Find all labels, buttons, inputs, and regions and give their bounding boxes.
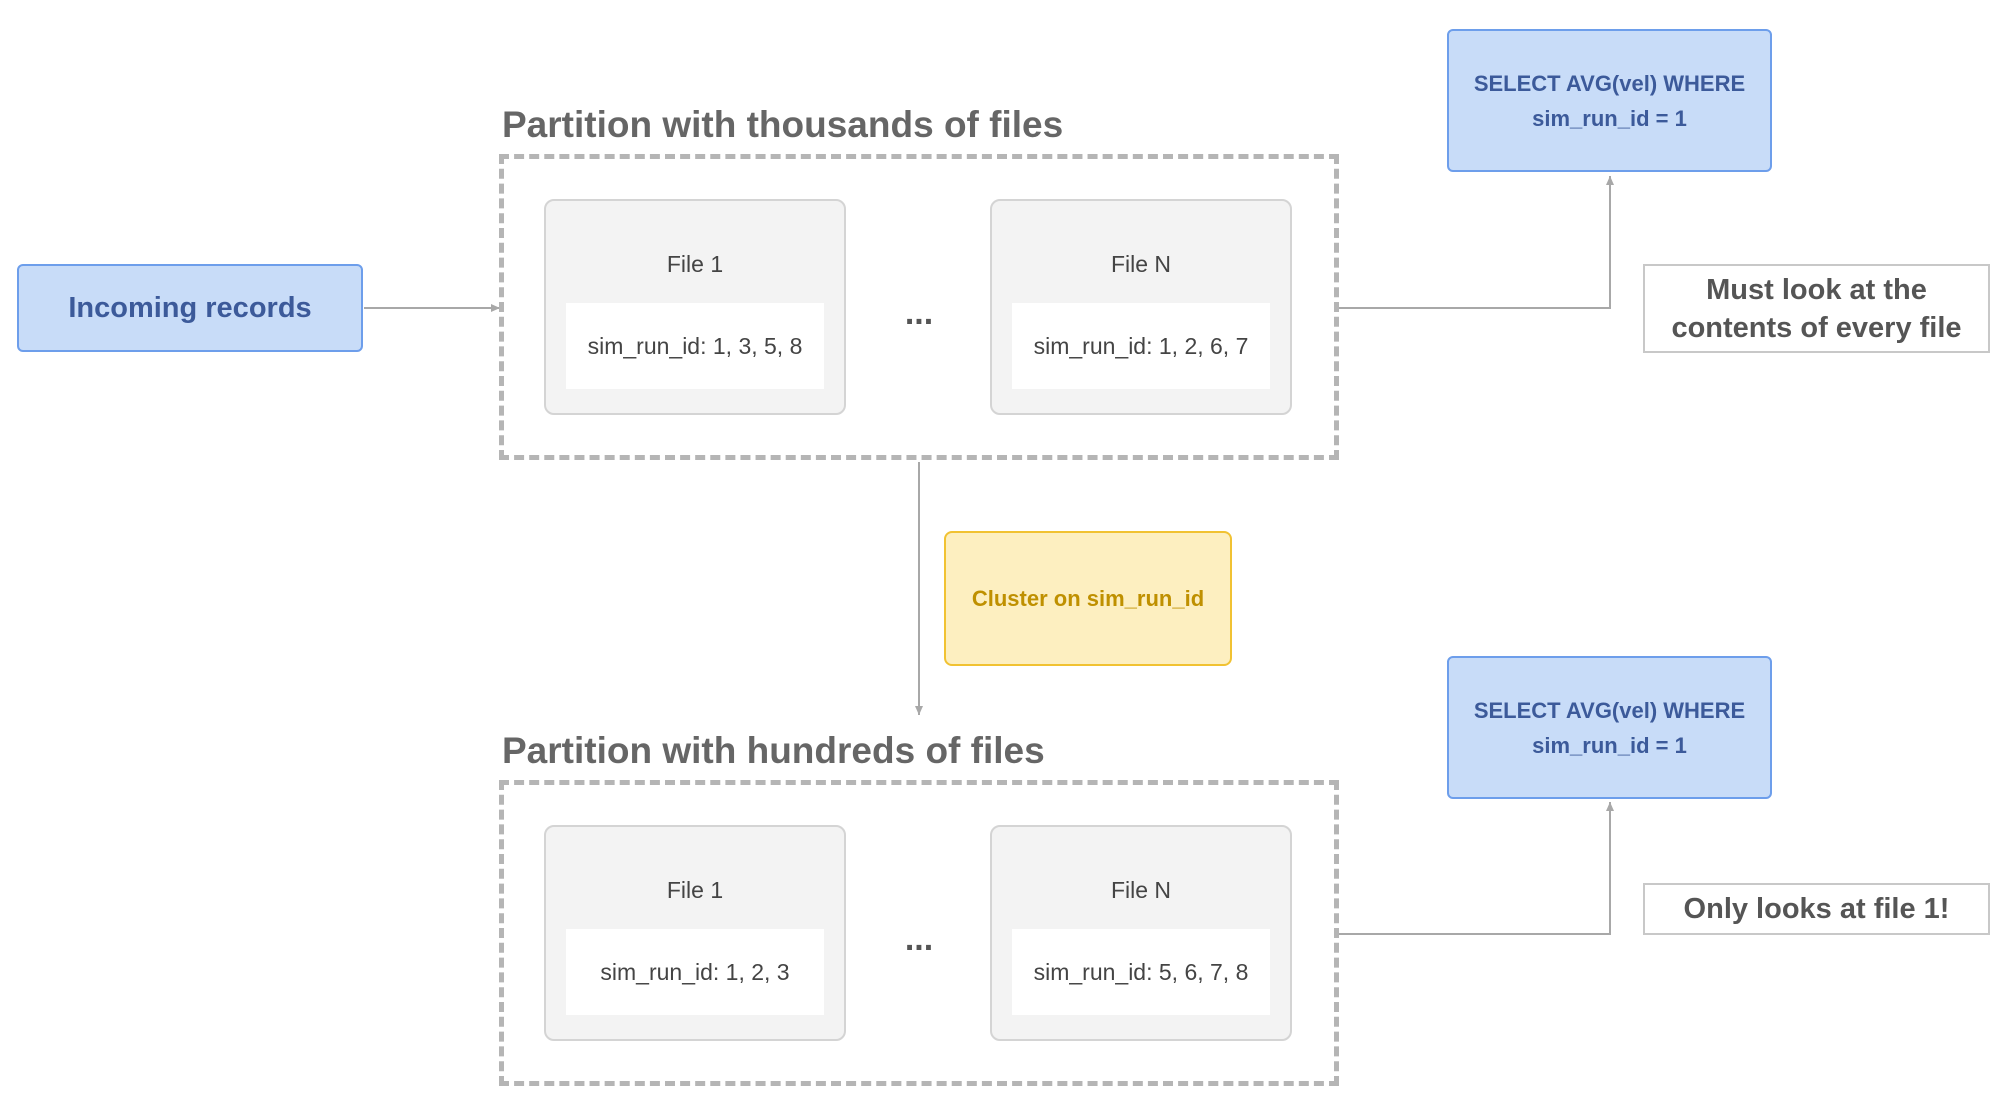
bottom-file-n-card: File N sim_run_id: 5, 6, 7, 8	[990, 825, 1292, 1041]
file-sim-run-ids: sim_run_id: 1, 3, 5, 8	[566, 303, 824, 389]
query-line-2: sim_run_id = 1	[1532, 105, 1687, 131]
connector-bottom-partition-to-query	[1339, 802, 1614, 935]
query-line-1: SELECT AVG(vel) WHERE	[1473, 70, 1746, 96]
file-name: File 1	[666, 877, 724, 903]
incoming-records-box: Incoming records	[17, 264, 363, 352]
file-sim-run-ids: sim_run_id: 1, 2, 6, 7	[1012, 303, 1270, 389]
incoming-records-label: Incoming records	[68, 291, 312, 324]
top-partition-title: Partition with thousands of files	[502, 104, 1064, 145]
query-line-1: SELECT AVG(vel) WHERE	[1473, 697, 1746, 723]
file-sim-run-ids: sim_run_id: 5, 6, 7, 8	[1012, 929, 1270, 1015]
top-file-n-card: File N sim_run_id: 1, 2, 6, 7	[990, 199, 1292, 415]
note-line-1: Must look at the	[1706, 273, 1927, 306]
connector-top-partition-to-query	[1339, 176, 1614, 309]
bottom-ellipsis: ...	[904, 920, 934, 958]
query-line-2: sim_run_id = 1	[1532, 732, 1687, 758]
top-note: Must look at the contents of every file	[1643, 264, 1990, 353]
cluster-box: Cluster on sim_run_id	[944, 531, 1232, 666]
top-ellipsis: ...	[904, 294, 934, 332]
top-partition	[499, 154, 1339, 460]
file-name: File N	[1110, 877, 1172, 903]
bottom-note: Only looks at file 1!	[1643, 883, 1990, 935]
bottom-partition	[499, 780, 1339, 1086]
cluster-label: Cluster on sim_run_id	[971, 585, 1205, 611]
note-line-2: contents of every file	[1671, 311, 1962, 344]
bottom-file-1-card: File 1 sim_run_id: 1, 2, 3	[544, 825, 846, 1041]
bottom-partition-title: Partition with hundreds of files	[502, 730, 1045, 771]
top-query-box: SELECT AVG(vel) WHERE sim_run_id = 1	[1447, 29, 1772, 172]
file-name: File N	[1110, 251, 1172, 277]
note-line-1: Only looks at file 1!	[1683, 893, 1950, 925]
file-name: File 1	[666, 251, 724, 277]
file-sim-run-ids: sim_run_id: 1, 2, 3	[566, 929, 824, 1015]
bottom-query-box: SELECT AVG(vel) WHERE sim_run_id = 1	[1447, 656, 1772, 799]
top-file-1-card: File 1 sim_run_id: 1, 3, 5, 8	[544, 199, 846, 415]
